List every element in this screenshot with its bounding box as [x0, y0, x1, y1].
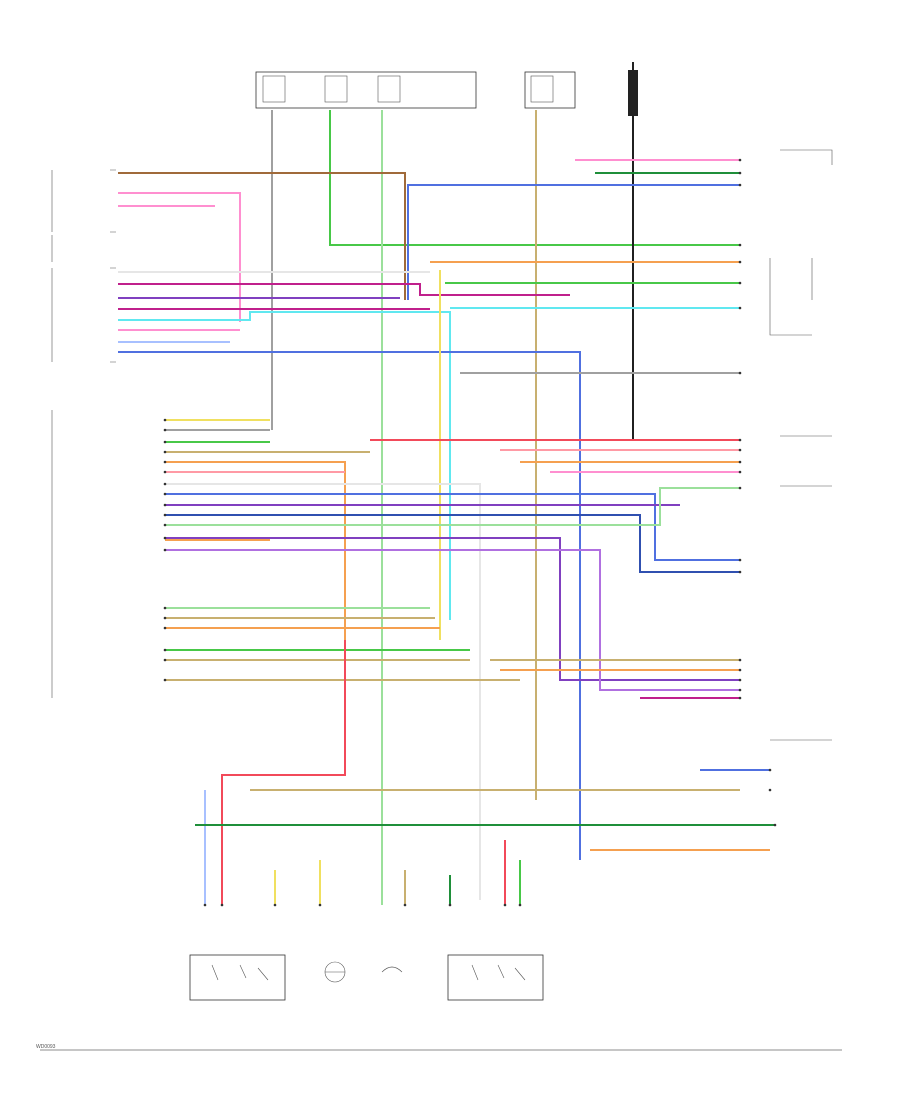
connector-dot — [738, 658, 742, 662]
wire-blue-31 — [165, 493, 740, 561]
wire-purple-35 — [165, 537, 740, 681]
connector-dot — [220, 903, 224, 907]
connector-dot — [163, 428, 167, 432]
connector-dot — [738, 470, 742, 474]
wire-dk_blue-33 — [165, 514, 740, 573]
footer-code: WD0093 — [36, 1044, 56, 1050]
connector-dot — [738, 171, 742, 175]
connector-dot — [163, 460, 167, 464]
connector-dot — [163, 418, 167, 422]
connector-dot — [163, 482, 167, 486]
connector-dot — [738, 371, 742, 375]
wire-blue-18 — [118, 351, 581, 860]
wire-cyan-15 — [118, 311, 451, 620]
connector-dot — [738, 460, 742, 464]
connector-dot — [738, 696, 742, 700]
bottom-component-mid-switch — [381, 966, 403, 973]
connector-dot — [738, 558, 742, 562]
connector-dot — [738, 243, 742, 247]
wire-layer — [118, 110, 775, 905]
connector-dot — [738, 260, 742, 264]
connector-dot — [163, 470, 167, 474]
connector-dot — [163, 678, 167, 682]
connector-dot — [203, 903, 207, 907]
connector-dot — [163, 626, 167, 630]
bottom-component-right — [447, 954, 544, 1001]
connector-dot — [738, 438, 742, 442]
wire-lt_green-34 — [165, 487, 740, 526]
connector-dot — [503, 903, 507, 907]
connector-dot — [163, 492, 167, 496]
connector-dot — [318, 903, 322, 907]
bottom-component-mid-motor — [324, 961, 346, 983]
connector-dot — [403, 903, 407, 907]
connector-dot — [163, 523, 167, 527]
connector-dot — [738, 306, 742, 310]
connector-dot — [738, 668, 742, 672]
wire-violet-37 — [165, 549, 740, 691]
wire-blue-8 — [407, 184, 740, 300]
wire-pink-6 — [118, 192, 241, 322]
connector-layer — [163, 158, 777, 907]
connector-dot — [738, 183, 742, 187]
wire-red-51 — [221, 640, 346, 905]
right-component-outline — [769, 149, 833, 741]
connector-dot — [738, 678, 742, 682]
connector-dot — [163, 440, 167, 444]
connector-dot — [768, 788, 772, 792]
connector-dot — [163, 606, 167, 610]
connector-dot — [738, 688, 742, 692]
fuse-box-left — [255, 71, 477, 109]
wire-white-30 — [165, 483, 481, 900]
connector-dot — [738, 158, 742, 162]
connector-dot — [163, 548, 167, 552]
connector-dot — [518, 903, 522, 907]
connector-dot — [163, 658, 167, 662]
connector-dot — [738, 486, 742, 490]
connector-dot — [738, 448, 742, 452]
connector-dot — [738, 570, 742, 574]
connector-dot — [163, 513, 167, 517]
bottom-component-left — [189, 954, 286, 1001]
connector-dot — [163, 536, 167, 540]
wire-brown-5 — [118, 172, 406, 300]
fuse-box-right — [524, 71, 576, 109]
connector-dot — [448, 903, 452, 907]
connector-dot — [773, 823, 777, 827]
left-component-outline — [51, 169, 116, 698]
connector-dot — [768, 768, 772, 772]
connector-dot — [163, 450, 167, 454]
wire-orange-28 — [165, 461, 346, 640]
connector-dot — [163, 648, 167, 652]
fusible-link — [628, 62, 638, 118]
connector-dot — [163, 616, 167, 620]
connector-dot — [163, 503, 167, 507]
wire-green-1 — [329, 110, 740, 246]
wire-magenta-12 — [118, 283, 570, 296]
connector-dot — [273, 903, 277, 907]
connector-dot — [738, 281, 742, 285]
